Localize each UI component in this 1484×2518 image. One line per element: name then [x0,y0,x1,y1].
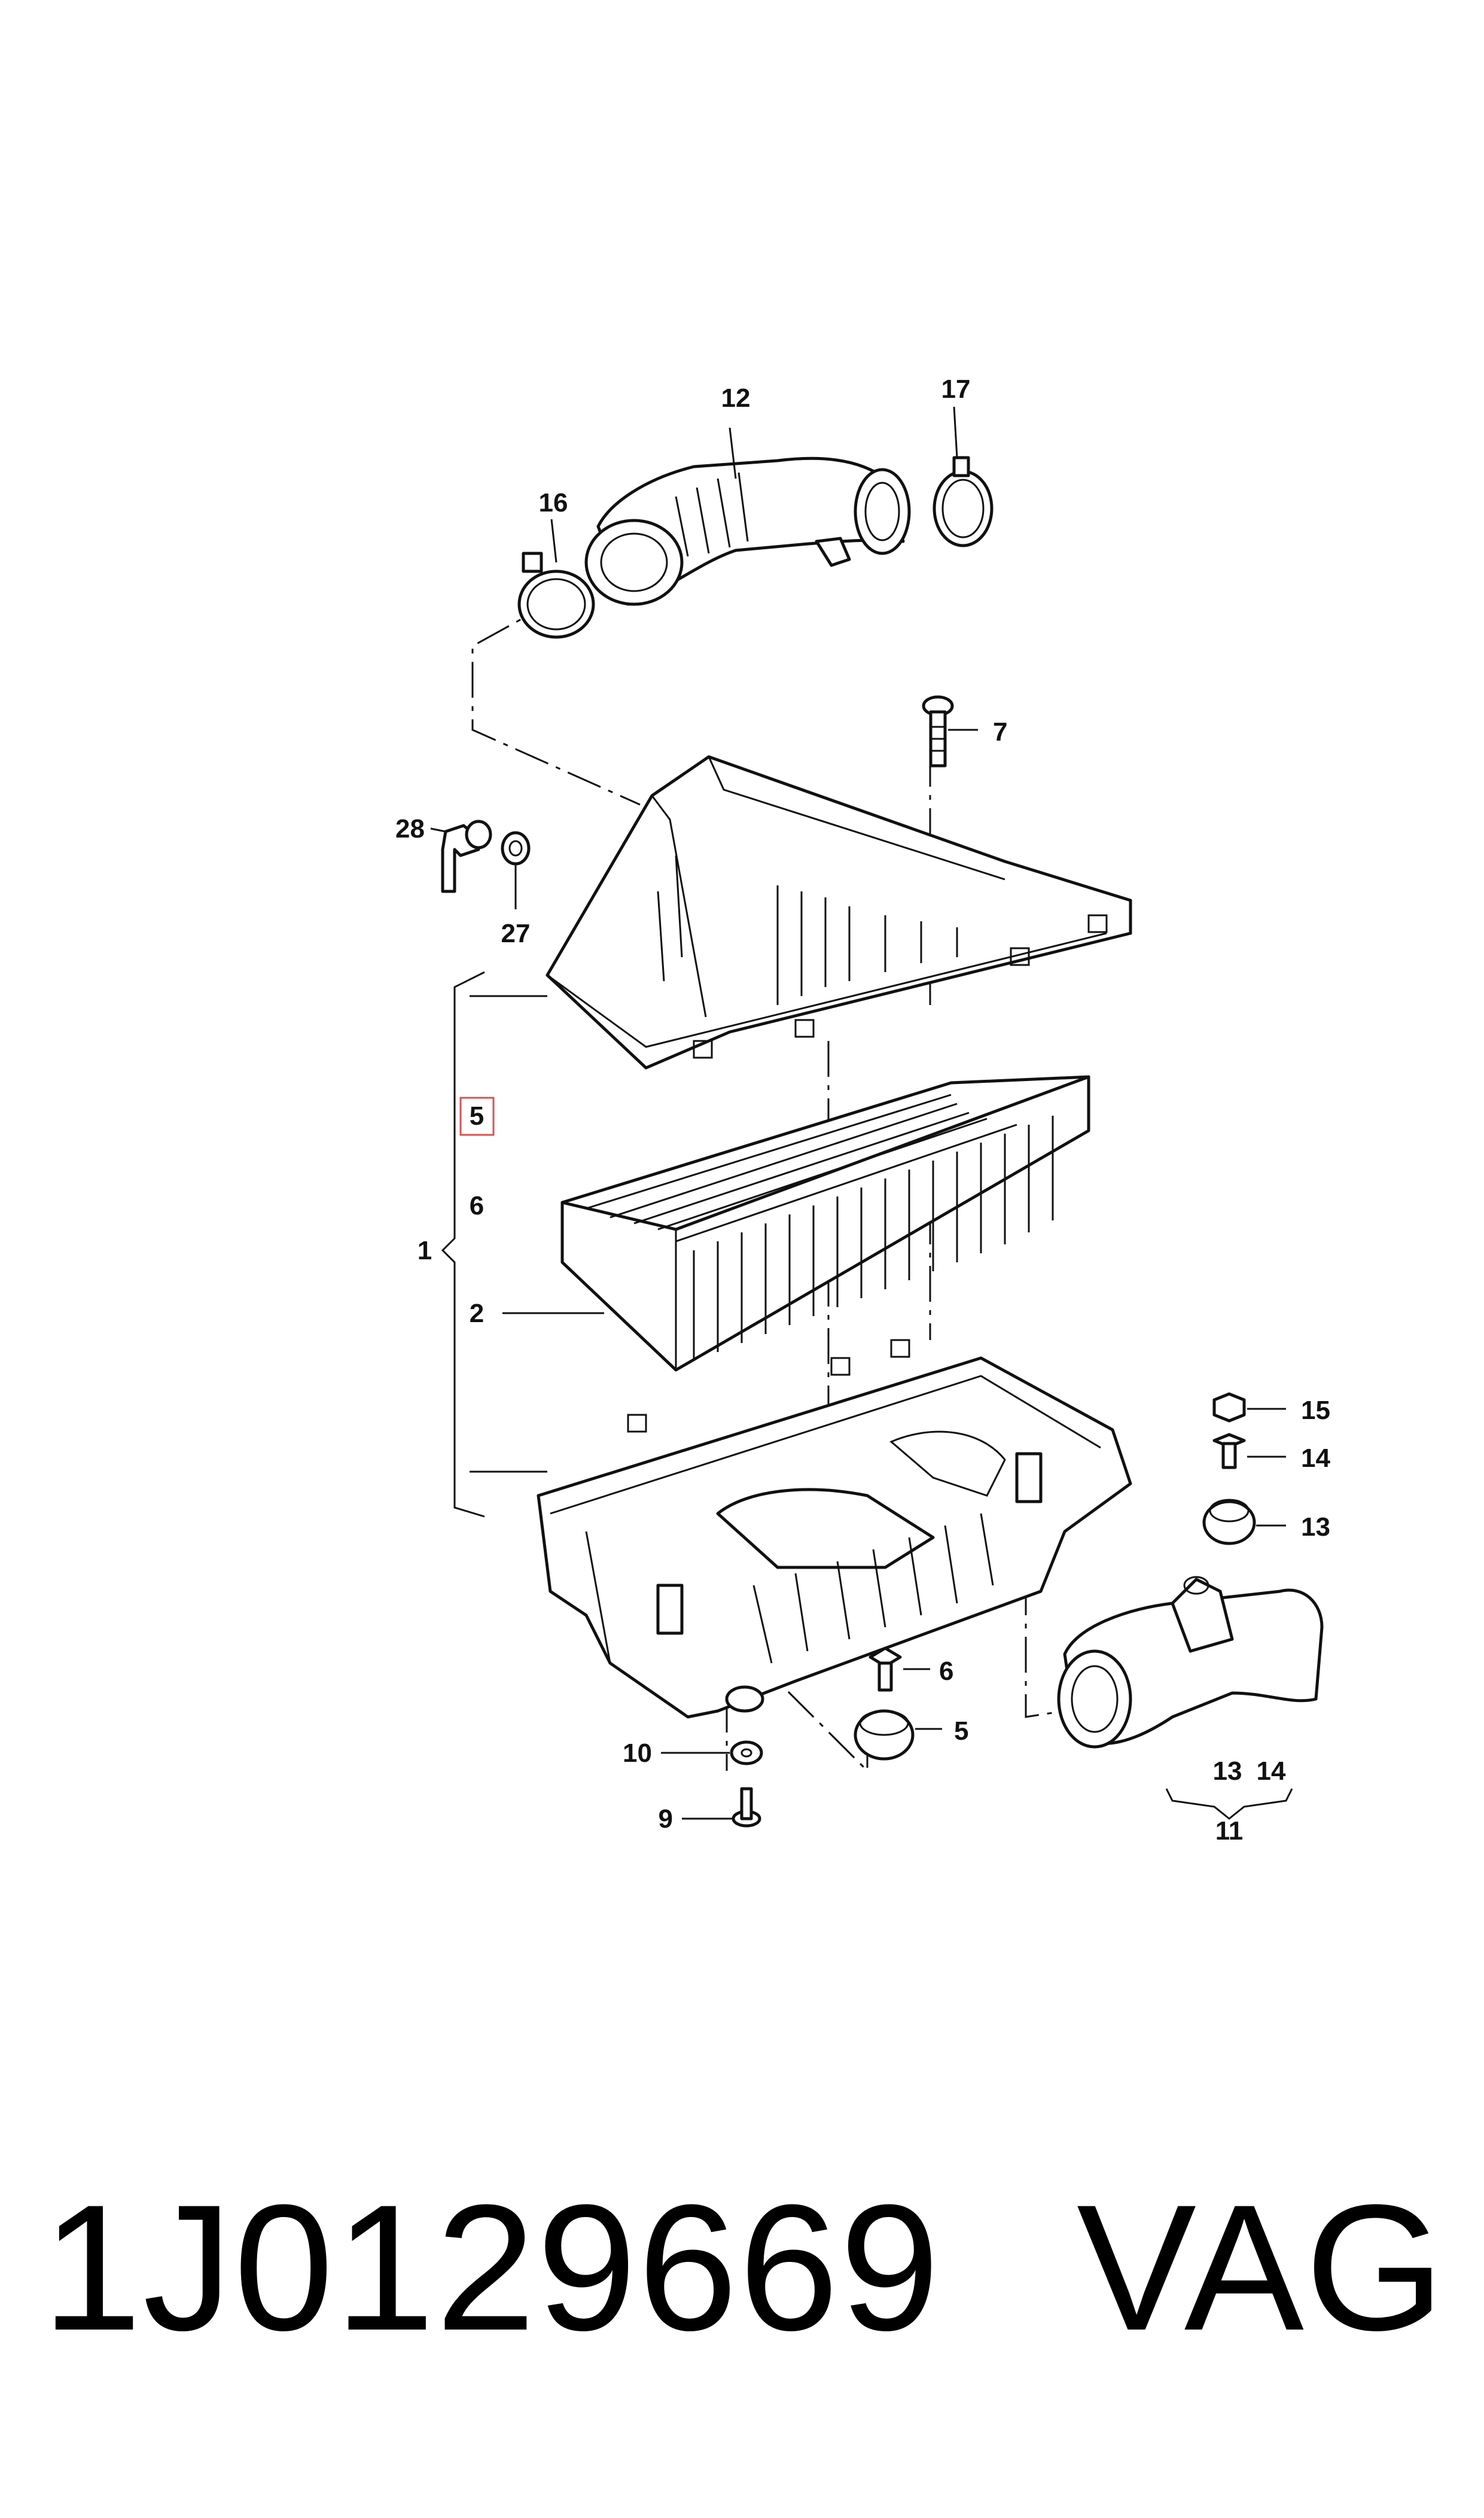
callout-27: 27 [501,919,531,948]
callout-6-lower: 6 [939,1657,953,1686]
callout-14-group: 14 [1257,1756,1286,1786]
rubber-mount-lower[interactable] [854,1709,915,1761]
callout-10: 10 [623,1738,652,1768]
callout-labels: 12 16 17 7 28 27 5 6 1 2 15 14 13 6 5 10… [395,374,1330,1846]
highlight-box [459,1097,495,1136]
hose-clamp-right[interactable] [933,456,994,547]
callout-2: 2 [470,1299,484,1328]
air-filter-lower-housing[interactable] [537,1339,1132,1719]
rubber-mount-right[interactable] [1202,1499,1256,1545]
callout-13: 13 [1301,1512,1330,1542]
callout-13-group: 13 [1213,1756,1242,1786]
air-filter-element[interactable] [560,1075,1090,1372]
callout-5-boxed: 5 [470,1101,484,1131]
callout-9: 9 [659,1804,673,1834]
callout-16: 16 [539,488,568,517]
air-intake-duct[interactable] [1057,1576,1324,1749]
washer[interactable] [730,1740,763,1765]
callout-1: 1 [418,1236,432,1265]
part-number: 1J0129669 [42,2167,941,2368]
screw-top[interactable] [922,695,954,768]
callout-12: 12 [721,383,751,413]
breather-connector[interactable] [441,820,492,893]
callout-7: 7 [993,717,1007,747]
air-filter-upper-housing[interactable] [546,755,1132,1070]
bolt[interactable] [732,1787,761,1828]
grommet[interactable] [501,831,531,866]
leader-lines [430,406,1293,1820]
screw-lower[interactable] [869,1646,902,1692]
callout-28: 28 [395,814,425,844]
callout-14: 14 [1301,1444,1330,1473]
callout-11: 11 [1215,1816,1244,1846]
nut[interactable] [1212,1392,1246,1423]
brand-name: VAG [1077,2167,1446,2368]
callout-6: 6 [470,1191,484,1220]
callout-5-lower: 5 [954,1716,968,1746]
intake-hose[interactable] [584,456,911,606]
callout-17: 17 [941,374,971,404]
screw-right[interactable] [1212,1433,1246,1469]
callout-15: 15 [1301,1396,1330,1425]
hose-clamp-left[interactable] [517,552,595,639]
